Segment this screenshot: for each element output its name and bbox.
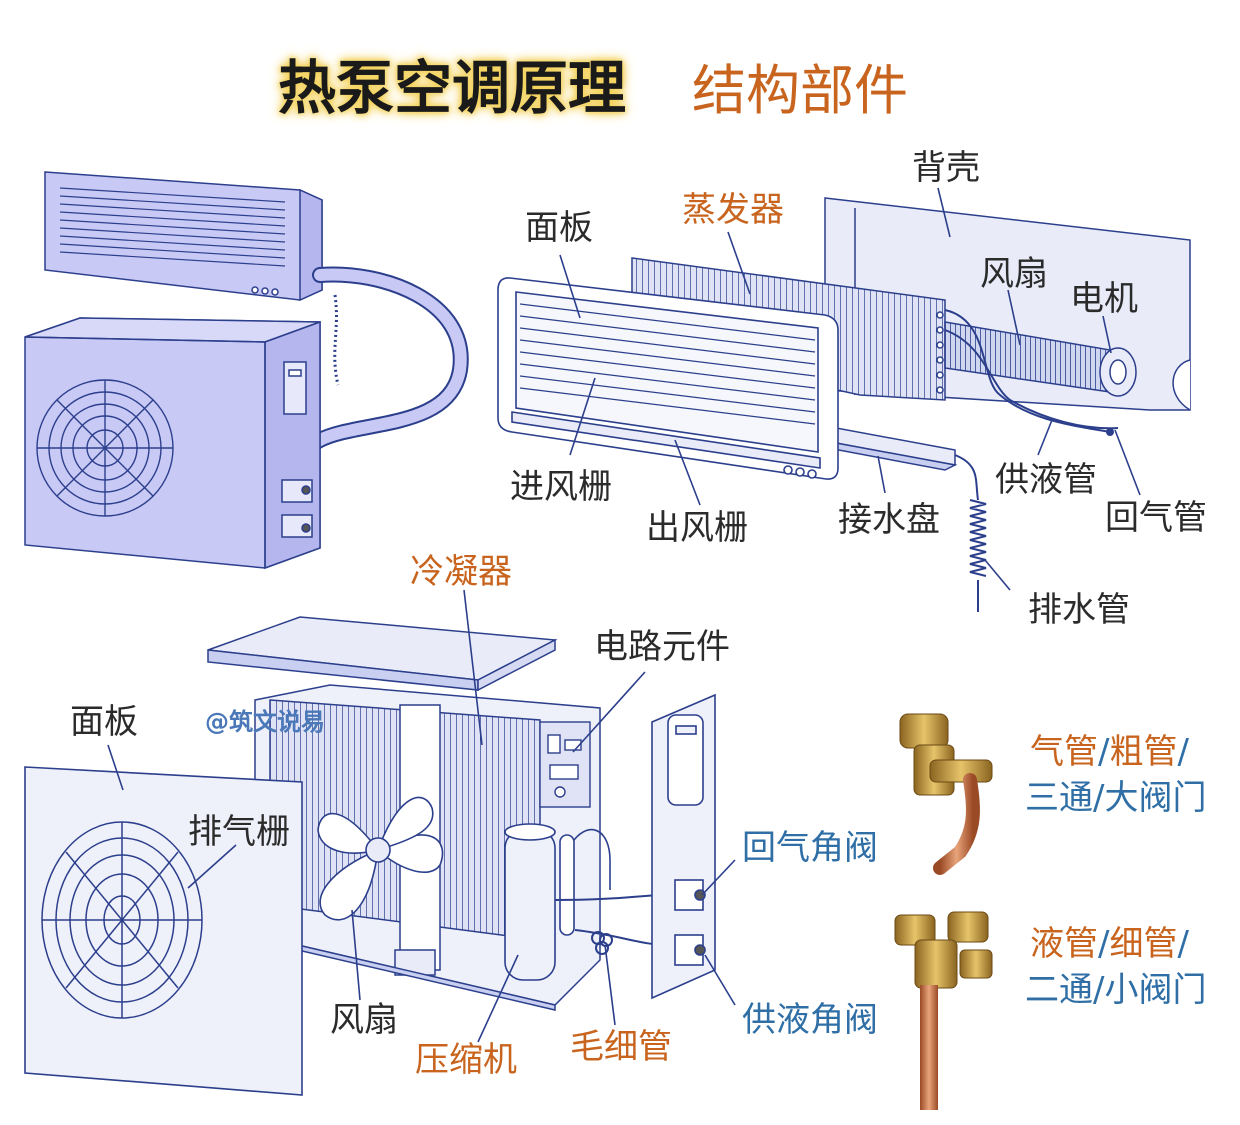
gas-valve-three-way [899, 713, 993, 875]
label-back-shell: 背壳 [912, 148, 980, 188]
label-drain-pipe: 排水管 [1028, 590, 1130, 630]
label-circuit-parts: 电路元件 [594, 627, 730, 667]
watermark: @筑文说易 [205, 708, 325, 736]
page-title: 热泵空调原理 [278, 54, 627, 122]
outdoor-compressor [504, 823, 611, 981]
label-fan-indoor: 风扇 [980, 254, 1048, 294]
outdoor-circuit-board [539, 721, 591, 808]
separator: / [1177, 924, 1189, 964]
two-way-term: 二通 [1025, 970, 1093, 1010]
liquid-valve-two-way [894, 911, 993, 1110]
indoor-fan-motor [944, 321, 1137, 397]
outdoor-side-panel [651, 693, 716, 1000]
leader-lines-outdoor [107, 589, 736, 1043]
label-evaporator: 蒸发器 [682, 190, 784, 230]
liquid-pipe-legend-line1: 液管/细管/ [1030, 922, 1189, 966]
indoor-pipes [944, 309, 1119, 436]
small-valve-term: 小阀门 [1104, 970, 1207, 1010]
label-motor: 电机 [1070, 279, 1138, 319]
outdoor-unit-assembled [24, 317, 321, 570]
label-front-panel-indoor: 面板 [525, 208, 593, 248]
separator: / [1098, 924, 1110, 964]
leader-lines-indoor [559, 187, 1141, 591]
label-inlet-grille: 进风栅 [510, 467, 612, 507]
label-exhaust-grille: 排气栅 [188, 812, 290, 852]
label-drip-tray: 接水盘 [838, 500, 940, 540]
indoor-drain-coil [954, 454, 987, 612]
label-fan-outdoor: 风扇 [330, 1000, 398, 1040]
liquid-pipe-legend-line2: 二通/小阀门 [1025, 968, 1206, 1012]
indoor-unit-assembled [44, 171, 323, 302]
label-liquid-pipe: 供液管 [995, 460, 1097, 500]
liquid-pipe-term: 液管 [1030, 924, 1098, 964]
label-front-panel-outdoor: 面板 [70, 702, 138, 742]
thick-pipe-term: 粗管 [1109, 732, 1178, 772]
gas-pipe-term: 气管 [1030, 732, 1098, 772]
separator: / [1098, 732, 1110, 772]
label-condenser: 冷凝器 [410, 552, 512, 592]
separator: / [1093, 970, 1105, 1010]
gas-pipe-legend-line2: 三通/大阀门 [1025, 776, 1206, 820]
label-capillary: 毛细管 [570, 1027, 672, 1067]
connecting-hose [293, 266, 469, 493]
label-outlet-grille: 出风栅 [646, 508, 748, 548]
page-subtitle: 结构部件 [692, 59, 908, 122]
separator: / [1093, 778, 1105, 818]
gas-pipe-legend-line1: 气管/粗管/ [1030, 730, 1189, 774]
outdoor-top-cover [207, 616, 558, 692]
label-liquid-supply-valve: 供液角阀 [742, 1000, 878, 1040]
big-valve-term: 大阀门 [1104, 778, 1207, 818]
three-way-term: 三通 [1025, 778, 1093, 818]
label-compressor: 压缩机 [415, 1040, 517, 1080]
label-gas-return-valve: 回气角阀 [742, 828, 878, 868]
outdoor-fan-blades [317, 796, 444, 921]
indoor-front-panel [497, 277, 839, 480]
thin-pipe-term: 细管 [1109, 924, 1178, 964]
label-gas-return-pipe: 回气管 [1105, 498, 1207, 538]
outdoor-front-panel [24, 766, 303, 1096]
separator: / [1177, 732, 1189, 772]
